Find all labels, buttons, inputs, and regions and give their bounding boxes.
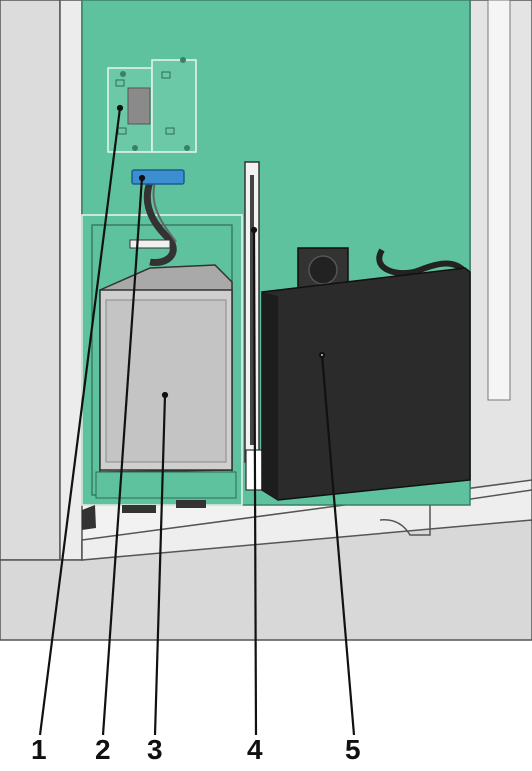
memory-card-icon xyxy=(108,57,196,152)
callout-5: 5 xyxy=(345,736,361,764)
callout-3: 3 xyxy=(147,736,163,764)
callout-4: 4 xyxy=(247,736,263,764)
callout-2: 2 xyxy=(95,736,111,764)
callout-1: 1 xyxy=(31,736,47,764)
hard-disk-icon xyxy=(82,265,236,530)
